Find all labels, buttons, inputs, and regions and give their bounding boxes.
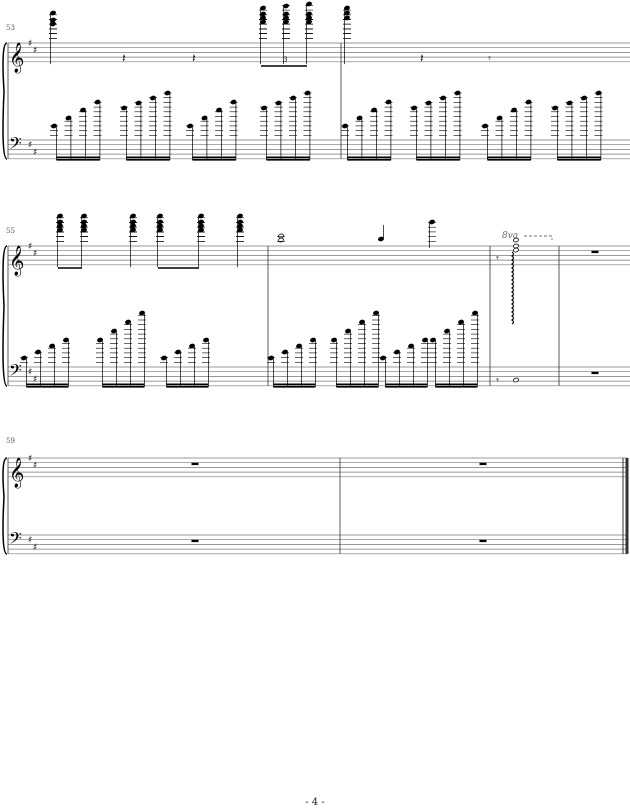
sharp-icon: ♯ [28, 141, 32, 151]
notehead [513, 377, 519, 383]
whole-rest-icon [191, 462, 199, 466]
arpeggio-icon [510, 251, 515, 325]
sharp-icon: ♯ [28, 536, 32, 546]
notehead [331, 337, 337, 343]
whole-rest-icon [479, 462, 487, 466]
whole-rest-icon [191, 539, 199, 543]
sharp-icon: ♯ [28, 242, 32, 252]
triplet-label: 3 [283, 56, 288, 64]
notehead [139, 310, 145, 316]
notehead [21, 355, 27, 361]
notehead [290, 95, 296, 101]
notehead [268, 355, 274, 361]
notehead [422, 337, 428, 343]
sharp-icon: ♯ [28, 454, 32, 464]
notehead [189, 343, 195, 349]
page-number: - 4 - [305, 797, 325, 808]
notehead [513, 247, 519, 253]
notehead [150, 95, 156, 101]
notehead [359, 319, 365, 325]
notehead [203, 337, 209, 343]
notehead [356, 115, 363, 121]
notehead [278, 237, 284, 243]
measure-number-59: 59 [6, 437, 15, 445]
sharp-icon: ♯ [33, 46, 37, 56]
quarter-rest-icon: 𝄽 [420, 51, 424, 65]
ottava-label: 8va [502, 231, 518, 241]
notehead [161, 355, 167, 361]
notehead [65, 115, 72, 121]
eighth-rest-icon: 𝄾 [496, 374, 499, 387]
notehead [408, 343, 414, 349]
notehead [49, 343, 55, 349]
notehead [444, 328, 450, 334]
notation-marks: 𝄽 𝄽 𝄽 𝄾 𝄾 𝄾 [20, 1, 603, 543]
quarter-rest-icon: 𝄽 [192, 51, 196, 65]
notehead [125, 319, 131, 325]
notehead [345, 328, 351, 334]
brace [2, 42, 8, 160]
notehead [201, 115, 208, 121]
bass-clef-icon: 𝄢 [9, 133, 22, 157]
sharp-icon: ♯ [28, 39, 32, 49]
sharp-icon: ♯ [33, 543, 37, 553]
notehead [296, 343, 302, 349]
eighth-rest-icon: 𝄾 [488, 52, 491, 65]
whole-rest-icon [591, 371, 599, 375]
notehead [310, 337, 316, 343]
notehead [472, 310, 478, 316]
notehead [111, 328, 117, 334]
sharp-icon: ♯ [33, 375, 37, 385]
brace [2, 457, 8, 555]
treble-clef-icon: 𝄞 [9, 42, 24, 74]
sharp-icon: ♯ [28, 368, 32, 378]
notehead [458, 319, 464, 325]
eighth-rest-icon: 𝄾 [496, 252, 499, 265]
notehead [513, 237, 519, 243]
treble-clef-icon: 𝄞 [9, 245, 24, 277]
notehead [525, 99, 532, 105]
notehead [63, 337, 69, 343]
notehead [496, 115, 503, 121]
bass-clef-icon: 𝄢 [9, 528, 22, 552]
notehead [94, 99, 101, 105]
ottava-line [524, 235, 553, 240]
notehead [440, 95, 446, 101]
notehead [380, 355, 386, 361]
sharp-icon: ♯ [33, 461, 37, 471]
sharp-icon: ♯ [33, 148, 37, 158]
staves: 𝄞𝄢♯♯♯♯𝄞𝄢♯♯♯♯𝄞𝄢♯♯♯♯ [2, 39, 630, 555]
notehead [373, 310, 379, 316]
notehead [385, 99, 392, 105]
notehead [97, 337, 103, 343]
quarter-rest-icon: 𝄽 [122, 51, 126, 65]
measure-number-55: 55 [6, 227, 15, 235]
notehead [430, 337, 436, 343]
bass-clef-icon: 𝄢 [9, 360, 22, 384]
treble-clef-icon: 𝄞 [9, 457, 24, 489]
notehead [230, 99, 237, 105]
measure-number-53: 53 [6, 24, 15, 32]
sharp-icon: ♯ [33, 249, 37, 259]
brace [2, 245, 8, 387]
whole-rest-icon [591, 250, 599, 254]
whole-rest-icon [479, 539, 487, 543]
